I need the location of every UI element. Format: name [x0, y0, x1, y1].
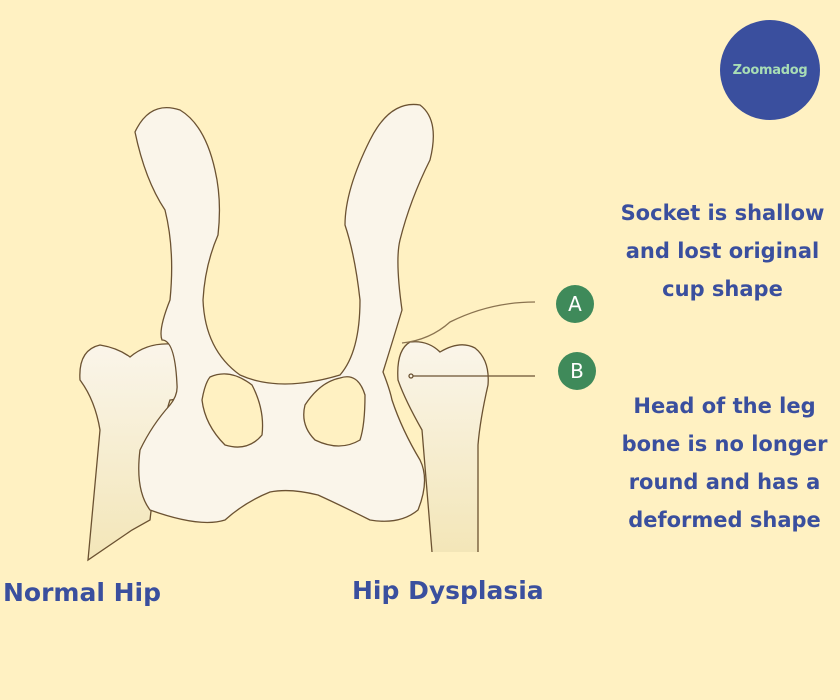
- label-b-badge: B: [558, 352, 596, 390]
- zoomadog-logo: Zoomadog: [720, 20, 820, 120]
- right-femur: [397, 341, 489, 553]
- leader-line-a: [401, 301, 536, 344]
- note-socket-shallow: Socket is shallow and lost original cup …: [620, 201, 825, 301]
- right-foramen: [303, 376, 366, 447]
- caption-normal-hip: Normal Hip: [3, 578, 162, 607]
- note-head-deformed: Head of the leg bone is no longer round …: [621, 394, 828, 532]
- logo-text: Zoomadog: [732, 62, 808, 78]
- caption-hip-dysplasia: Hip Dysplasia: [352, 576, 544, 605]
- label-a-badge: A: [556, 285, 594, 323]
- pelvis: [134, 103, 434, 524]
- left-foramen: [201, 373, 264, 448]
